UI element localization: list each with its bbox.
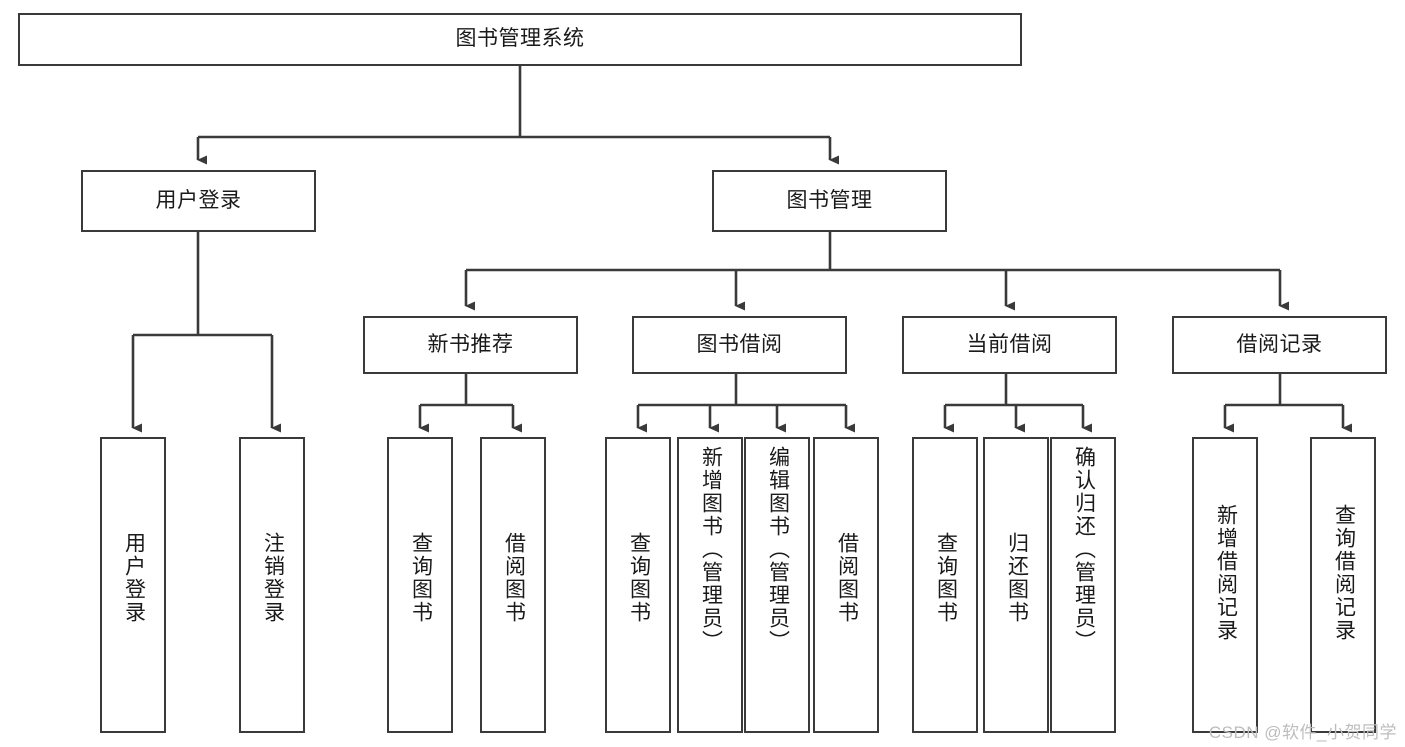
node-new-book-recommend[interactable]: 新书推荐 xyxy=(363,316,578,374)
node-new-book-recommend-label: 新书推荐 xyxy=(427,332,514,356)
leaf-user-login[interactable]: 用户登录 xyxy=(100,437,166,733)
leaf-logout[interactable]: 注销登录 xyxy=(239,437,305,733)
leaf-add-book[interactable]: 新增图书（管理员） xyxy=(677,437,743,733)
leaf-query-book-1[interactable]: 查询图书 xyxy=(387,437,453,733)
leaf-borrow-book-1-label: 借阅图书 xyxy=(502,532,526,624)
leaf-confirm-return[interactable]: 确认归还（管理员） xyxy=(1050,437,1116,733)
leaf-borrow-book-1[interactable]: 借阅图书 xyxy=(480,437,546,733)
node-book-borrow-label: 图书借阅 xyxy=(696,332,783,356)
leaf-borrow-book-2[interactable]: 借阅图书 xyxy=(813,437,879,733)
leaf-return-book[interactable]: 归还图书 xyxy=(983,437,1049,733)
node-borrow-record-label: 借阅记录 xyxy=(1236,332,1323,356)
leaf-edit-book[interactable]: 编辑图书（管理员） xyxy=(744,437,810,733)
leaf-query-book-2[interactable]: 查询图书 xyxy=(605,437,671,733)
node-borrow-record[interactable]: 借阅记录 xyxy=(1172,316,1387,374)
leaf-query-book-2-label: 查询图书 xyxy=(627,532,651,624)
node-book-manage[interactable]: 图书管理 xyxy=(712,170,947,232)
leaf-add-borrow-record[interactable]: 新增借阅记录 xyxy=(1192,437,1258,733)
node-book-borrow[interactable]: 图书借阅 xyxy=(632,316,847,374)
node-root-label: 图书管理系统 xyxy=(455,27,585,51)
node-book-manage-label: 图书管理 xyxy=(786,188,873,212)
node-root[interactable]: 图书管理系统 xyxy=(18,13,1022,66)
leaf-query-book-3[interactable]: 查询图书 xyxy=(912,437,978,733)
leaf-edit-book-label: 编辑图书（管理员） xyxy=(766,446,790,653)
node-user-login-label: 用户登录 xyxy=(155,188,242,212)
leaf-query-book-3-label: 查询图书 xyxy=(934,532,958,624)
node-current-borrow[interactable]: 当前借阅 xyxy=(902,316,1117,374)
leaf-add-book-label: 新增图书（管理员） xyxy=(699,446,723,653)
leaf-return-book-label: 归还图书 xyxy=(1005,532,1029,624)
node-current-borrow-label: 当前借阅 xyxy=(966,332,1053,356)
leaf-query-borrow-record[interactable]: 查询借阅记录 xyxy=(1310,437,1376,733)
leaf-query-borrow-record-label: 查询借阅记录 xyxy=(1332,504,1356,642)
csdn-watermark: CSDN @软件_小贺同学 xyxy=(1208,723,1397,742)
leaf-borrow-book-2-label: 借阅图书 xyxy=(835,532,859,624)
leaf-logout-label: 注销登录 xyxy=(261,532,285,624)
leaf-add-borrow-record-label: 新增借阅记录 xyxy=(1214,504,1238,642)
leaf-user-login-label: 用户登录 xyxy=(122,532,146,624)
leaf-query-book-1-label: 查询图书 xyxy=(409,532,433,624)
node-user-login[interactable]: 用户登录 xyxy=(81,170,316,232)
leaf-confirm-return-label: 确认归还（管理员） xyxy=(1072,446,1096,653)
